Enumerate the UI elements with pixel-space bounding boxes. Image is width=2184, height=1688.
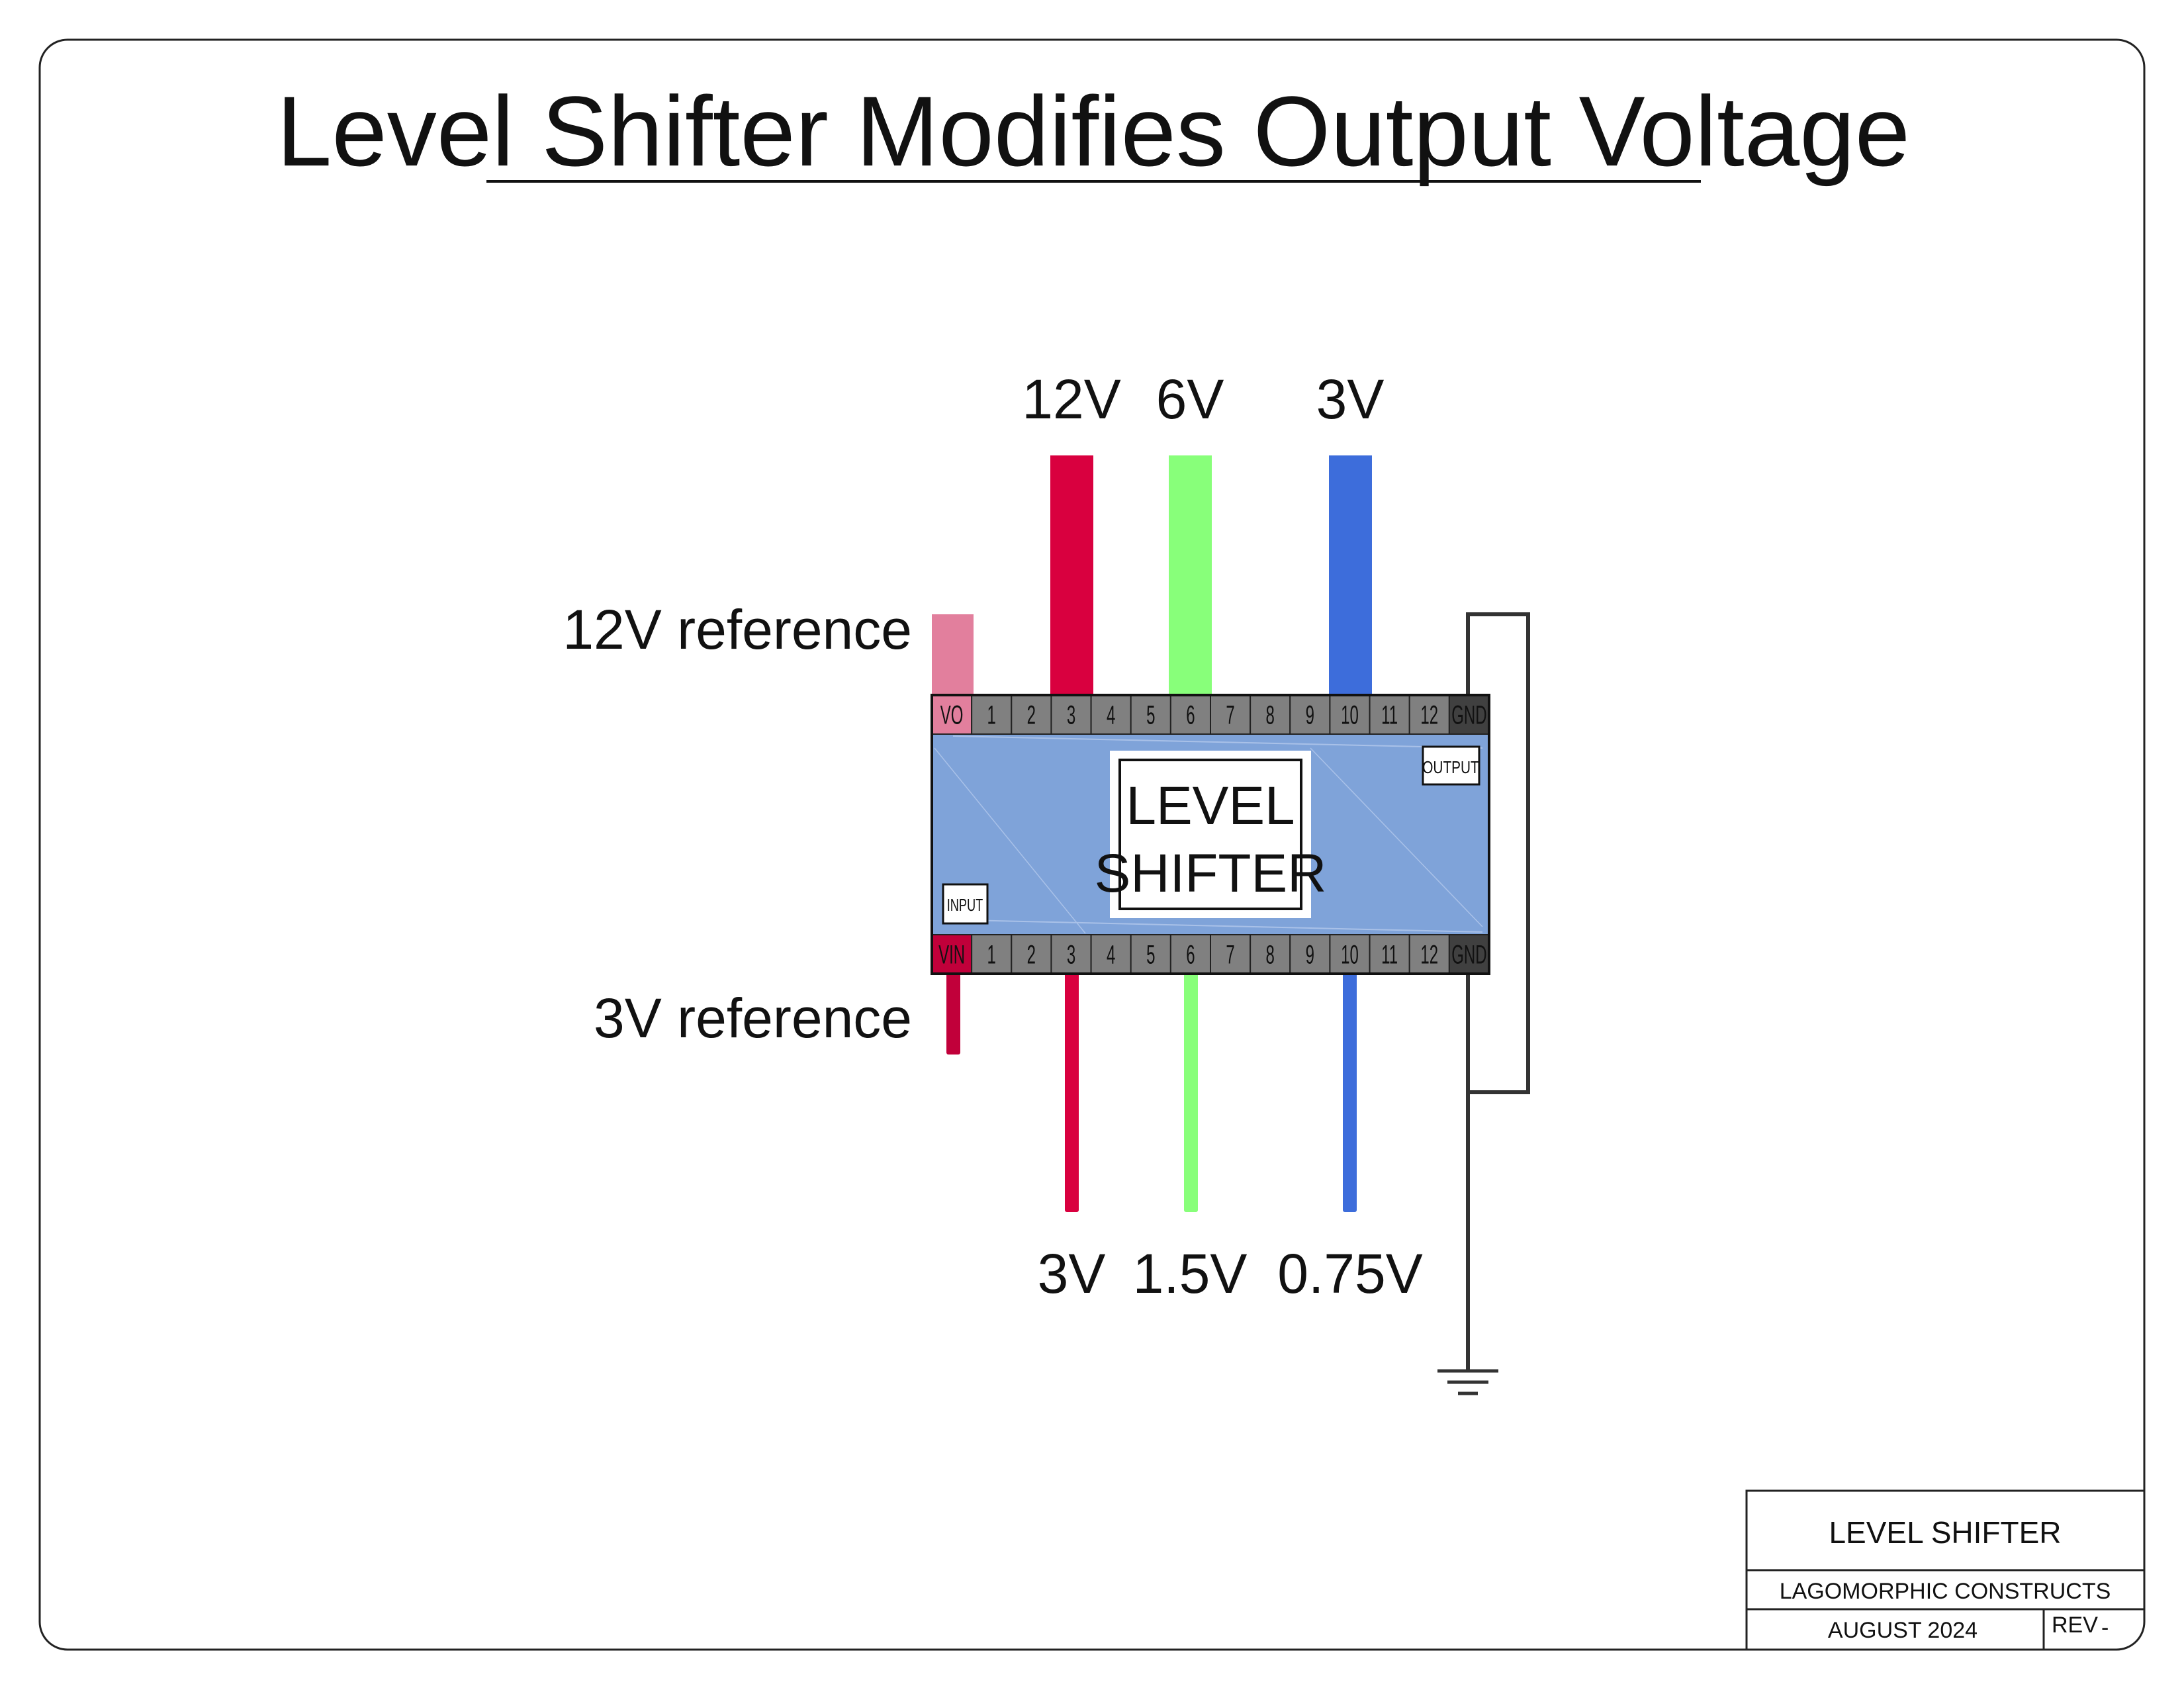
bottom-pin-label: 2 <box>1027 939 1036 969</box>
bottom-voltage-label-3v: 3V <box>1038 1243 1106 1305</box>
title-block-rev-value: - <box>2101 1615 2109 1640</box>
bottom-pin-label: 4 <box>1107 939 1115 969</box>
wire-6v-top <box>1169 455 1212 695</box>
top-pin-label: 9 <box>1306 700 1314 729</box>
bottom-pin-5 <box>1130 934 1171 974</box>
top-pin-1 <box>971 694 1013 735</box>
reference-label-3v: 3V reference <box>594 987 912 1049</box>
top-pin-3 <box>1050 694 1092 735</box>
sheet-border <box>38 38 2146 1651</box>
chip-name-line1: LEVEL <box>1126 776 1295 836</box>
bottom-pin-label: 6 <box>1186 939 1195 969</box>
bottom-pin-label: 1 <box>987 939 996 969</box>
bottom-voltage-label-0-75v: 0.75V <box>1277 1243 1423 1305</box>
bottom-pin-8 <box>1250 934 1291 974</box>
top-pin-label: 12 <box>1420 700 1438 729</box>
bottom-pin-label: 3 <box>1067 939 1075 969</box>
top-pin-7 <box>1210 694 1251 735</box>
top-pin-9 <box>1289 694 1331 735</box>
top-voltage-label-3v: 3V <box>1316 368 1385 430</box>
title-block-company: LAGOMORPHIC CONSTRUCTS <box>1780 1579 2111 1604</box>
bottom-pin-label: 7 <box>1226 939 1234 969</box>
reference-label-12v: 12V reference <box>563 598 912 661</box>
chip-label-box <box>1118 759 1302 910</box>
bottom-pin-label: VIN <box>938 939 965 969</box>
top-pin-4 <box>1090 694 1132 735</box>
bottom-pin-2 <box>1011 934 1052 974</box>
top-pin-label: 4 <box>1107 700 1115 729</box>
bottom-pin-label: 12 <box>1420 939 1438 969</box>
bottom-pin-label: 11 <box>1381 939 1398 969</box>
input-tag-label: INPUT <box>947 896 983 915</box>
input-tag <box>942 883 989 925</box>
wire-3v-top <box>1329 455 1372 695</box>
wire-1-5v-bottom <box>1184 972 1198 1212</box>
vo-reference-wire <box>932 614 974 695</box>
output-tag-label: OUTPUT <box>1422 758 1479 777</box>
top-voltage-label-6v: 6V <box>1156 368 1224 430</box>
top-pin-label: 3 <box>1067 700 1075 729</box>
top-pin-5 <box>1130 694 1171 735</box>
top-pin-label: VO <box>940 700 964 729</box>
top-pin-label: 5 <box>1146 700 1155 729</box>
top-pin-6 <box>1169 694 1212 735</box>
bottom-pin-label: 10 <box>1341 939 1359 969</box>
title-block-date: AUGUST 2024 <box>1828 1618 1978 1643</box>
top-pin-label: 1 <box>987 700 996 729</box>
top-pin-2 <box>1011 694 1052 735</box>
ground-symbol-icon <box>1437 1369 1498 1395</box>
top-pin-label: 8 <box>1266 700 1275 729</box>
bottom-pin-label: 5 <box>1146 939 1155 969</box>
bottom-voltage-label-1-5v: 1.5V <box>1133 1243 1248 1305</box>
top-pin-label: 2 <box>1027 700 1036 729</box>
chip-name-line2: SHIFTER <box>1095 843 1327 904</box>
bottom-pin-12 <box>1408 934 1450 974</box>
title-block-rev-label: REV <box>2052 1613 2098 1638</box>
bottom-pin-label: GND <box>1451 939 1486 969</box>
bottom-pin-gnd <box>1448 934 1490 974</box>
wire-3v-bottom <box>1065 972 1079 1212</box>
bottom-pin-9 <box>1289 934 1331 974</box>
bottom-pin-4 <box>1090 934 1132 974</box>
top-pin-label: 6 <box>1186 700 1195 729</box>
gnd-loop-wire <box>1466 612 1530 1094</box>
top-voltage-label-12v: 12V <box>1022 368 1120 430</box>
output-tag <box>1422 745 1480 786</box>
top-pin-label: 11 <box>1381 700 1398 729</box>
chip-outline <box>931 694 1490 975</box>
title-block-name: LEVEL SHIFTER <box>1829 1515 2061 1550</box>
bottom-pin-label: 9 <box>1306 939 1314 969</box>
title-block <box>1745 1489 2144 1650</box>
bottom-pin-label: 8 <box>1266 939 1275 969</box>
top-pin-label: GND <box>1451 700 1486 729</box>
wire-12v-top <box>1050 455 1093 695</box>
wire-0-75v-bottom <box>1343 972 1357 1212</box>
top-pin-label: 7 <box>1226 700 1234 729</box>
vin-reference-wire <box>946 972 960 1055</box>
page-title: Level Shifter Modifies Output Voltage <box>277 75 1910 187</box>
top-pin-label: 10 <box>1341 700 1359 729</box>
top-pin-8 <box>1250 694 1291 735</box>
